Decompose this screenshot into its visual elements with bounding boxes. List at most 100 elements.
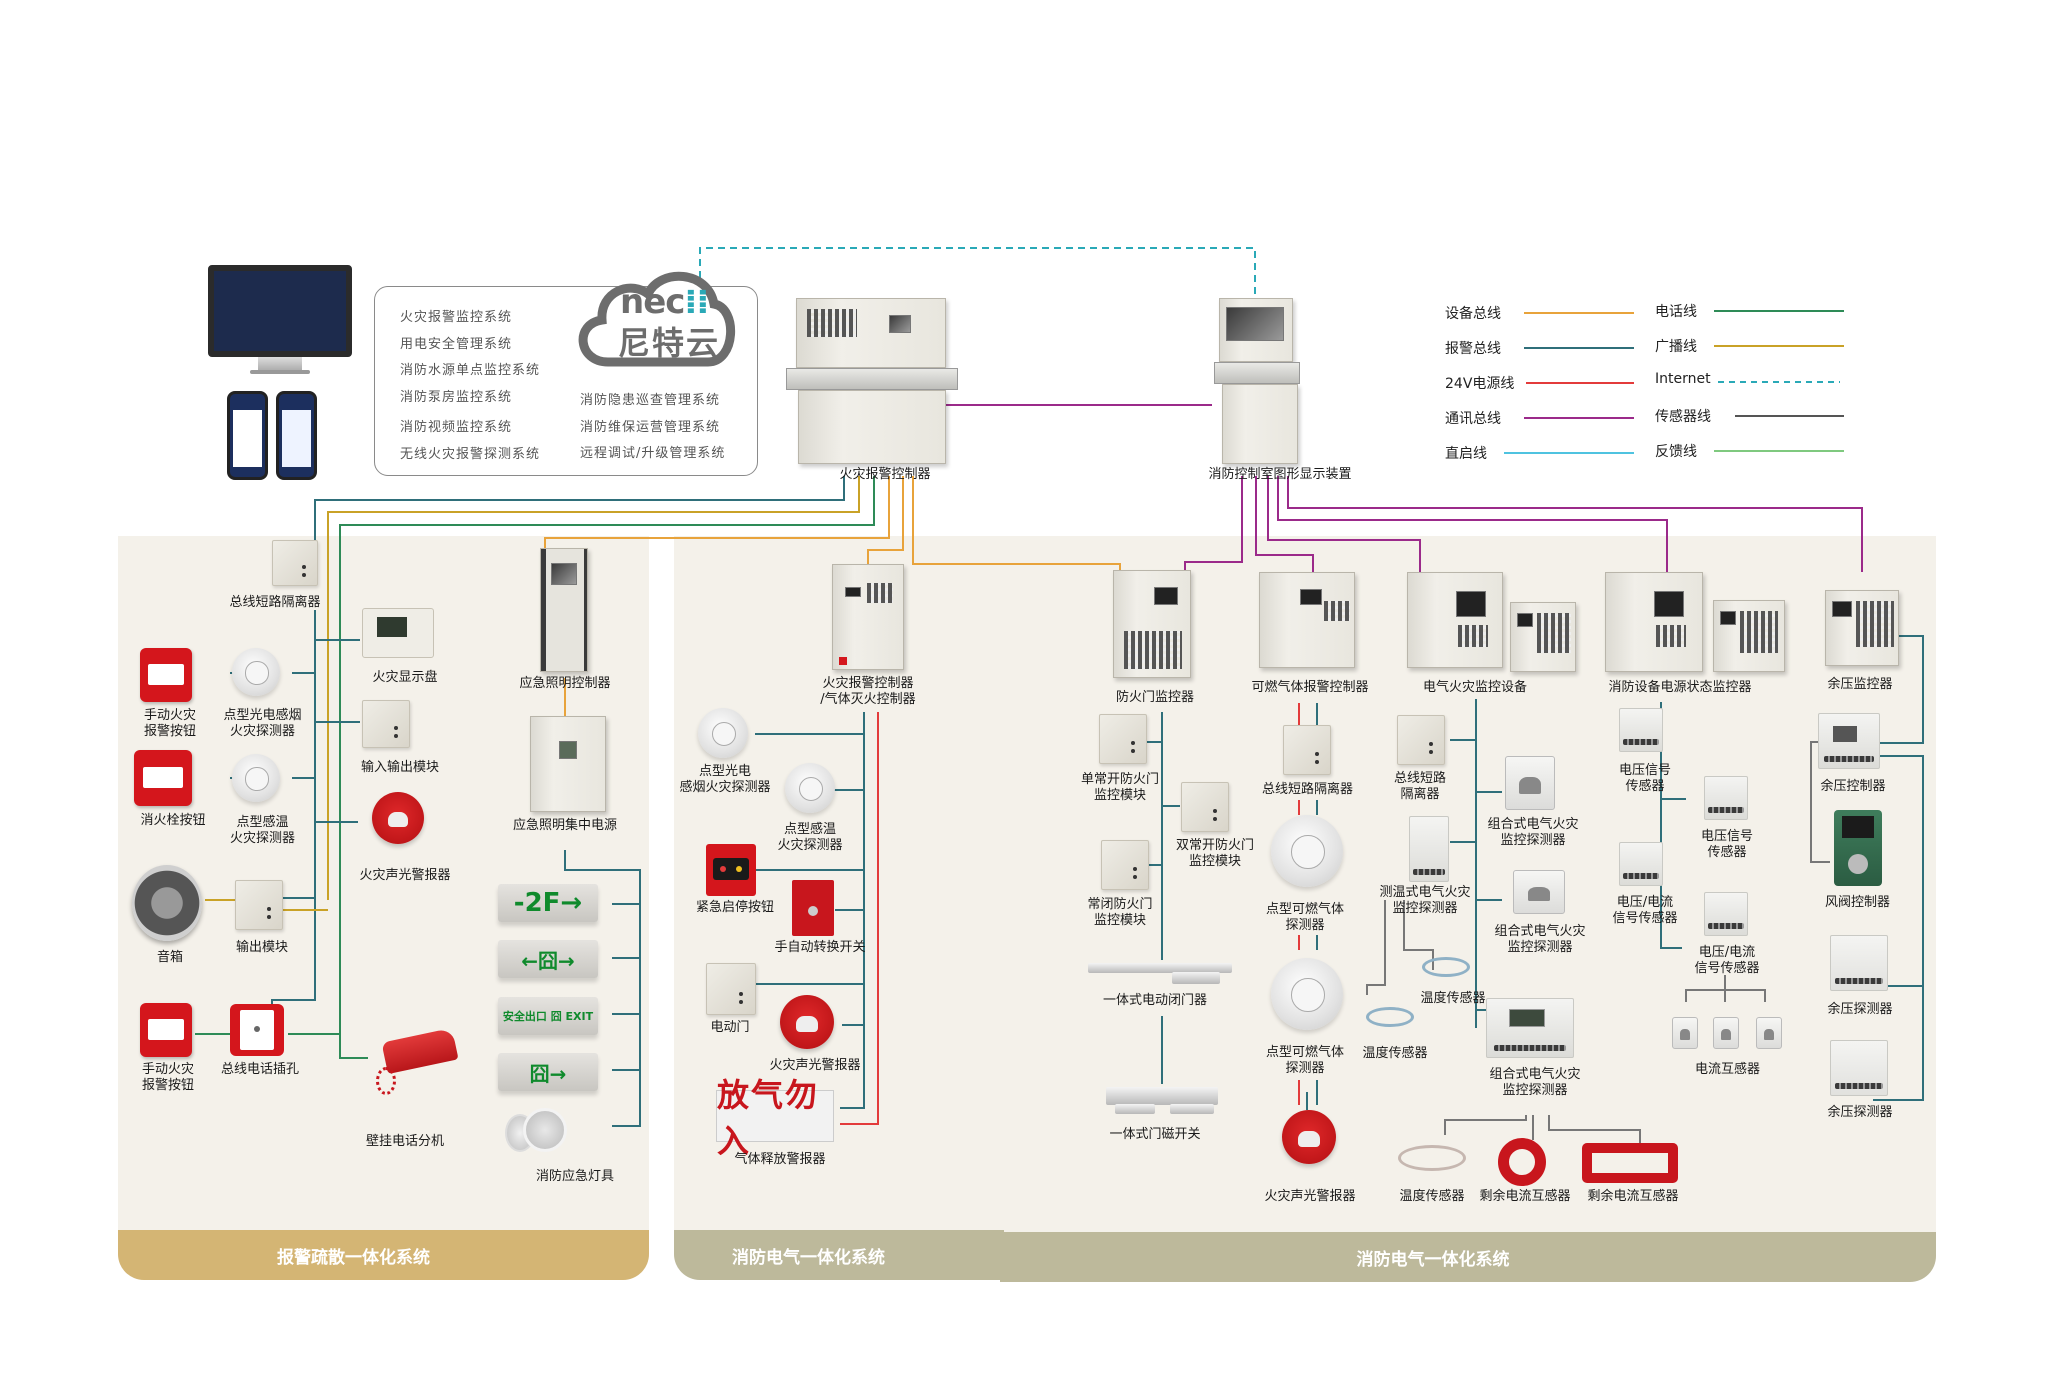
label-em-light-controller: 应急照明控制器: [519, 676, 611, 691]
pressure-detector-image-1: [1830, 935, 1888, 991]
label-gas-detector-1: 点型可燃气体 探测器: [1265, 902, 1344, 933]
section-title-gas-ext: 消防电气一体化系统: [732, 1247, 885, 1268]
power-state-monitor-image-2: [1713, 600, 1785, 672]
temp-elec-detector-image: [1409, 816, 1449, 882]
door-closer-arm: [1172, 972, 1220, 984]
residual-ct-image-1: [1498, 1138, 1546, 1186]
combustible-gas-detector-image-2: [1271, 958, 1343, 1030]
mobile-phone-image-1: [227, 391, 268, 480]
gas-release-sign-image: 放气勿入: [716, 1076, 834, 1160]
gas-ext-controller-image: [832, 564, 904, 670]
section-band-electrical: 消防电气一体化系统: [1000, 1232, 1936, 1282]
door-magnet-switch-image: [1106, 1087, 1218, 1105]
graphic-display-base: [1222, 384, 1298, 464]
label-combo-detector-3: 组合式电气火灾 监控探测器: [1489, 1067, 1581, 1098]
monitor-stand: [258, 357, 302, 371]
single-open-module-image: [1099, 714, 1147, 764]
graphic-display-desk: [1214, 362, 1300, 384]
label-em-power: 应急照明集中电源: [512, 818, 617, 833]
current-transformer-image-2: [1713, 1017, 1739, 1049]
legend-item-internet: Internet: [1655, 371, 1711, 387]
section-band-gas-ext: 消防电气一体化系统: [674, 1230, 1004, 1280]
legend-item-phone: 电话线: [1655, 304, 1697, 320]
sounder-image-left: [372, 792, 424, 844]
label-pressure-monitor: 余压监控器: [1827, 677, 1893, 692]
gas-sounder-image: [780, 995, 834, 1049]
legend-item-24v: 24V电源线: [1445, 376, 1515, 392]
elec-bus-isolator-image: [1397, 715, 1445, 765]
legend-item-device-bus: 设备总线: [1445, 306, 1501, 322]
label-smoke-detector: 点型光电感烟 火灾探测器: [223, 708, 302, 739]
label-io-module: 输入输出模块: [360, 760, 439, 775]
wall-phone-image: [372, 1027, 459, 1099]
temp-sensor-image-2: [1366, 1007, 1414, 1027]
label-voltage-sensor-1: 电压信号 传感器: [1618, 763, 1671, 794]
label-vi-sensor-1: 电压/电流 信号传感器: [1612, 895, 1678, 926]
pressure-monitor-image: [1825, 590, 1899, 666]
pressure-controller-image: [1818, 713, 1880, 769]
hydrant-button-image: [134, 750, 192, 806]
combo-detector-image-3: [1486, 998, 1574, 1058]
exit-sign-safety-exit: 安全出口 囧 EXIT: [498, 997, 598, 1035]
voltage-sensor-image-1: [1619, 708, 1663, 752]
speaker-image: [132, 865, 202, 941]
em-lamp-image: [505, 1108, 567, 1156]
section-title-alarm-evac: 报警疏散一体化系统: [277, 1247, 430, 1268]
voltage-sensor-image-2: [1704, 776, 1748, 820]
exit-sign-floor: -2F→: [498, 884, 598, 922]
pressure-detector-image-2: [1830, 1040, 1888, 1096]
label-vi-sensor-2: 电压/电流 信号传感器: [1694, 945, 1760, 976]
label-door-magnet: 一体式门磁开关: [1109, 1127, 1201, 1142]
label-electrical-fire-monitor: 电气火灾监控设备: [1422, 680, 1527, 695]
cloud-system-item: 消防维保运营管理系统: [580, 419, 721, 435]
label-damper-controller: 风阀控制器: [1824, 895, 1890, 910]
label-temp-sensor-2: 温度传感器: [1362, 1046, 1428, 1061]
cloud-system-item: 消防视频监控系统: [400, 420, 513, 435]
console-base-cabinet: [798, 390, 946, 464]
legend-item-broadcast: 广播线: [1655, 339, 1697, 355]
label-sounder-left: 火灾声光警报器: [359, 868, 451, 883]
label-phone-jack: 总线电话插孔: [220, 1062, 299, 1077]
graphic-display-unit: [1219, 298, 1293, 362]
em-power-supply-image: [530, 716, 606, 812]
legend-line-device-bus: [1524, 312, 1634, 314]
label-gas-ext-controller: 火灾报警控制器 /气体灭火控制器: [820, 676, 916, 707]
cloud-system-item: 火灾报警监控系统: [400, 310, 513, 325]
closed-module-image: [1101, 840, 1149, 890]
label-double-open-module: 双常开防火门 监控模块: [1175, 838, 1254, 869]
wire-internet: [699, 247, 1256, 300]
label-bus-isolator: 总线短路隔离器: [229, 595, 321, 610]
label-combustible-gas-sounder: 火灾声光警报器: [1264, 1189, 1356, 1204]
smoke-detector-image: [232, 648, 280, 696]
vi-sensor-image-1: [1619, 842, 1663, 886]
cloud-systems-left: 火灾报警监控系统 用电安全管理系统 消防水源单点监控系统 消防泵房监控系统 消防…: [400, 305, 540, 468]
wire-alarm-bus-left: [314, 476, 845, 545]
label-pressure-detector-1: 余压探测器: [1827, 1002, 1893, 1017]
current-transformer-image-1: [1672, 1017, 1698, 1049]
cloud-system-item: 无线火灾报警探测系统: [400, 446, 541, 462]
damper-controller-image: [1834, 810, 1882, 886]
combustible-gas-sounder-image: [1282, 1110, 1336, 1164]
emergency-stop-button-image: [706, 844, 756, 896]
label-gas-smoke-detector: 点型光电 感烟火灾探测器: [679, 764, 771, 795]
power-state-monitor-image-1: [1605, 572, 1703, 672]
label-fire-alarm-controller: 火灾报警控制器: [839, 467, 931, 482]
legend-item-comm-bus: 通讯总线: [1445, 411, 1501, 427]
legend-line-sensor: [1735, 415, 1844, 417]
cloud-system-item: 消防水源单点监控系统: [400, 363, 541, 378]
section-title-electrical: 消防电气一体化系统: [1356, 1249, 1510, 1270]
combo-detector-image-2: [1513, 870, 1565, 914]
cloud-system-item: 远程调试/升级管理系统: [580, 446, 726, 461]
legend-item-alarm-bus: 报警总线: [1445, 341, 1501, 357]
label-combustible-gas-controller: 可燃气体报警控制器: [1251, 680, 1369, 695]
label-closed-module: 常闭防火门 监控模块: [1087, 897, 1153, 928]
label-residual-ct-2: 剩余电流互感器: [1587, 1189, 1679, 1204]
electrical-fire-monitor-image-2: [1510, 602, 1576, 672]
label-em-lamp: 消防应急灯具: [535, 1169, 614, 1184]
cloud-system-item: 消防泵房监控系统: [400, 389, 513, 405]
label-fire-door-monitor: 防火门监控器: [1115, 690, 1194, 705]
legend-item-sensor: 传感器线: [1655, 409, 1711, 425]
label-gas-release-alarm: 气体释放警报器: [734, 1152, 826, 1167]
label-residual-ct-1: 剩余电流互感器: [1479, 1189, 1571, 1204]
legend-line-comm-bus: [1524, 417, 1634, 419]
